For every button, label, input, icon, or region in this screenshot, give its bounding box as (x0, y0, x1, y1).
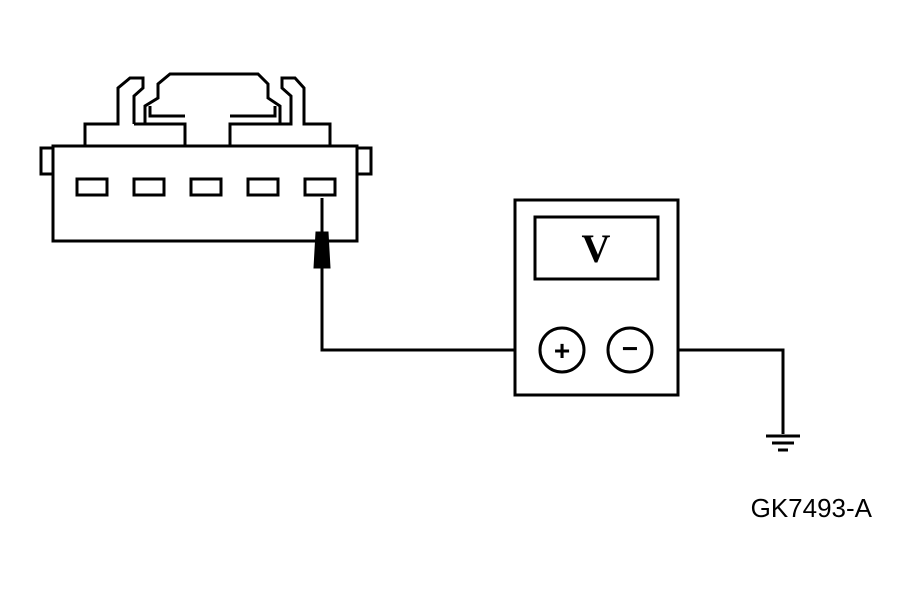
electrical-connector (39, 72, 373, 243)
voltmeter-display-symbol: V (582, 226, 611, 271)
connector-right-ear (355, 146, 373, 176)
voltmeter-display (533, 215, 660, 281)
negative-terminal-label: − (622, 333, 638, 364)
test-leads (320, 268, 785, 434)
connector-latch (83, 72, 332, 146)
negative-lead (656, 348, 785, 434)
positive-lead (320, 268, 540, 352)
negative-terminal (606, 326, 654, 374)
positive-terminal-label: + (554, 335, 570, 366)
connector-pin-1 (75, 177, 109, 197)
connector-pin-3 (189, 177, 223, 197)
ground-symbol (766, 434, 800, 452)
probe-tip (313, 231, 331, 269)
voltmeter: V + − (513, 198, 680, 397)
figure-reference: GK7493-A (751, 493, 873, 523)
connector-pin-2 (132, 177, 166, 197)
connector-pin-4 (246, 177, 280, 197)
connector-pin-5 (303, 177, 337, 197)
positive-terminal (538, 326, 586, 374)
back-probe (313, 198, 331, 269)
